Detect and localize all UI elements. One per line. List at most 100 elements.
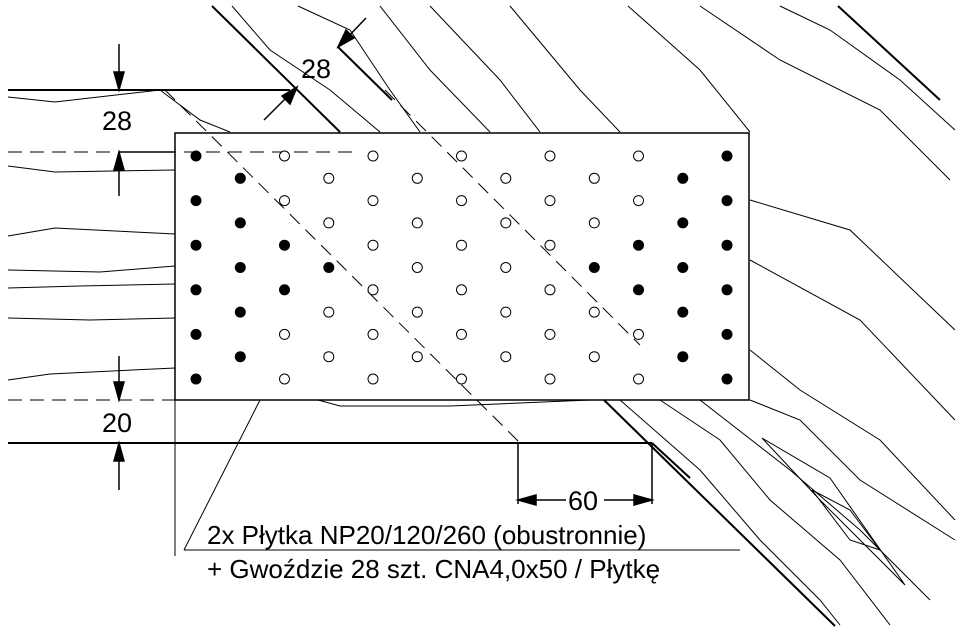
grain-line [627,5,751,133]
nailed-hole [190,150,202,162]
dimension-end-value: 60 [568,486,598,516]
empty-hole [279,150,290,162]
grain-line [779,5,956,131]
dim-arrow [113,381,125,403]
nailed-hole [721,284,733,296]
empty-hole [633,195,644,207]
empty-hole [456,239,467,251]
hidden-diagonal-2 [384,89,641,346]
grain-line [7,165,176,173]
empty-hole [500,262,512,273]
empty-hole [367,373,379,385]
nailed-hole [677,351,689,363]
member-outlines [8,5,941,627]
nailed-hole [279,239,290,251]
empty-hole [323,306,335,318]
nailed-hole [721,373,733,385]
nailed-hole [279,284,290,296]
empty-hole [544,328,556,340]
empty-hole [456,150,467,162]
nailed-hole [190,284,202,296]
nailed-hole [677,306,689,318]
nailed-hole [190,373,202,385]
grain-knot [761,437,906,586]
grain-line [619,399,841,626]
grain-line [699,5,951,181]
grain-line [7,317,176,321]
empty-hole [411,351,423,363]
dim-arrow [113,149,125,171]
dim-ext [337,46,393,101]
empty-hole [411,262,423,273]
nailed-hole [721,239,733,251]
grain-line [7,265,176,273]
dimension-bottom-offset [113,356,125,490]
grain-line [749,199,956,331]
grain-line [749,259,956,421]
empty-hole [588,217,600,229]
dimension-top-offset [113,44,176,556]
grain-line [749,349,956,521]
empty-hole [633,373,644,385]
grain-knot [811,489,882,551]
hidden-lines [8,89,641,444]
empty-hole [500,351,512,363]
grain-line [231,5,381,133]
empty-hole [456,195,467,207]
nailed-hole [677,172,689,184]
dim-arrow [113,440,125,462]
nailed-hole [721,328,733,340]
grain-line [429,5,541,133]
dimension-top-value: 28 [102,106,132,136]
empty-hole [411,306,423,318]
empty-hole [367,239,379,251]
grain-line [7,367,176,381]
empty-hole [500,172,512,184]
empty-hole [323,217,335,229]
diagonal-member-edge-lower [603,399,836,627]
diagonal-member-edge-right [837,5,941,101]
dim-arrow [280,85,299,106]
empty-hole [367,195,379,207]
empty-hole [323,172,335,184]
empty-hole [279,195,290,207]
hidden-diagonal-1 [164,89,521,444]
empty-hole [279,328,290,340]
nailed-hole [234,217,246,229]
grain-line [699,399,931,601]
empty-hole [544,373,556,385]
nailed-hole [633,284,644,296]
nailed-hole [234,172,246,184]
empty-hole [367,328,379,340]
empty-hole [544,195,556,207]
empty-hole [633,150,644,162]
empty-hole [544,239,556,251]
empty-hole [279,373,290,385]
nailed-hole [633,239,644,251]
dimension-diagonal-offset [263,17,393,121]
nailed-hole [234,351,246,363]
nailed-hole [190,195,202,207]
empty-hole [456,373,467,385]
nailed-hole [234,262,246,273]
bottom-edge-continuation [651,442,691,479]
nailed-hole [323,262,335,273]
nailed-hole [721,195,733,207]
nailed-hole [677,217,689,229]
empty-hole [367,150,379,162]
empty-hole [367,284,379,296]
empty-hole [411,217,423,229]
wood-grain-lines [7,5,956,626]
dim-arrow [633,494,655,506]
empty-hole [633,328,644,340]
nailed-hole [588,262,600,273]
caption-line-2: + Gwoździe 28 szt. CNA4,0x50 / Płytkę [207,554,660,584]
dimension-bottom-value: 20 [102,408,132,438]
nailed-hole [234,306,246,318]
nailed-hole [677,262,689,273]
empty-hole [323,351,335,363]
empty-hole [500,217,512,229]
empty-hole [588,172,600,184]
empty-hole [500,306,512,318]
